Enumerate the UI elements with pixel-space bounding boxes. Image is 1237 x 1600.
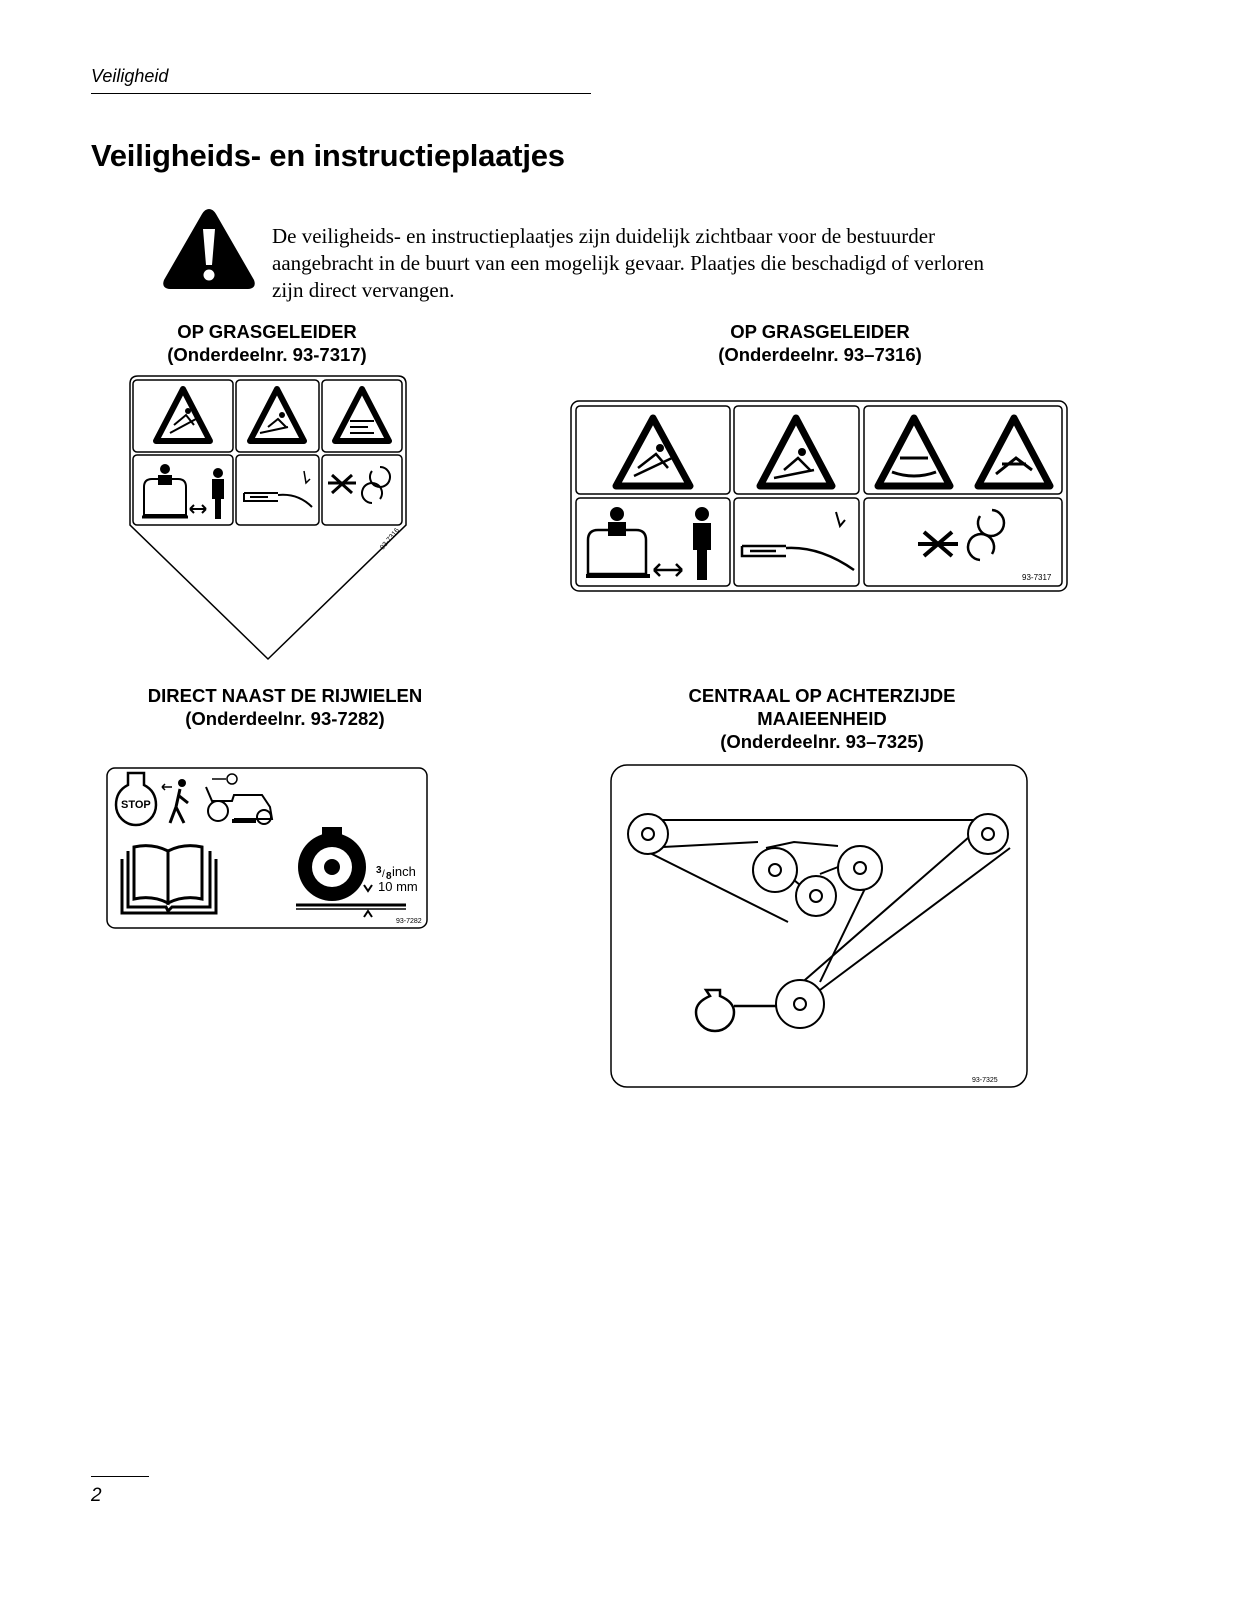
rotating-blade-icon xyxy=(918,508,1006,562)
decal-caption-3: DIRECT NAAST DE RIJWIELEN (Onderdeelnr. … xyxy=(135,684,435,730)
header-rule xyxy=(91,93,591,94)
footer-rule xyxy=(91,1476,149,1477)
warning-icon xyxy=(163,209,255,289)
mower-deck-icon xyxy=(740,511,855,572)
keep-distance-icon xyxy=(586,507,711,580)
engine-icon xyxy=(694,988,776,1033)
decal-code: 93-7317 xyxy=(1022,573,1052,582)
decal-caption-4: CENTRAAL OP ACHTERZIJDE MAAIEENHEID (Ond… xyxy=(672,684,972,753)
decal-part-number: (Onderdeelnr. 93-7317) xyxy=(167,344,367,365)
walk-away-icon xyxy=(161,779,189,824)
decal-location: CENTRAAL OP ACHTERZIJDE xyxy=(688,685,956,706)
decal-part-number: (Onderdeelnr. 93-7282) xyxy=(185,708,385,729)
read-manual-icon xyxy=(120,844,218,915)
hazard-triangle-icon xyxy=(612,414,694,490)
decal-location: OP GRASGELEIDER xyxy=(177,321,357,342)
page-number: 2 xyxy=(91,1485,102,1506)
decal-93-7317: 93-7317 xyxy=(570,400,1068,592)
decal-location: MAAIEENHEID xyxy=(757,708,887,729)
decal-caption-1: OP GRASGELEIDER (Onderdeelnr. 93-7317) xyxy=(127,320,407,366)
svg-text:STOP: STOP xyxy=(121,799,151,811)
rotating-blade-icon xyxy=(328,466,391,504)
decal-part-number: (Onderdeelnr. 93–7325) xyxy=(720,731,924,752)
decal-location: DIRECT NAAST DE RIJWIELEN xyxy=(147,685,423,706)
hazard-triangle-icon xyxy=(874,414,954,490)
page-title: Veiligheids- en instructieplaatjes xyxy=(91,138,565,173)
idler-pulley-icon xyxy=(795,875,837,917)
decal-location: OP GRASGELEIDER xyxy=(730,321,910,342)
intro-paragraph: De veiligheids- en instructieplaatjes zi… xyxy=(272,224,984,302)
decal-code: 93-7325 xyxy=(972,1077,998,1084)
svg-text:3: 3 xyxy=(376,865,382,876)
decal-93-7316: 93-7316 xyxy=(129,375,407,661)
hazard-triangle-icon xyxy=(247,386,307,444)
idler-pulley-icon xyxy=(967,813,1009,855)
wheel-height-icon: 3 / 8 inch 10 mm xyxy=(296,827,418,918)
mower-deck-icon xyxy=(243,470,313,508)
remove-key-icon xyxy=(205,773,274,825)
svg-text:inch: inch xyxy=(392,864,416,879)
hazard-triangle-icon xyxy=(153,386,213,444)
running-head: Veiligheid xyxy=(91,66,169,86)
drive-pulley-icon xyxy=(775,979,825,1029)
svg-text:8: 8 xyxy=(386,871,392,882)
hazard-triangle-icon xyxy=(332,386,392,444)
decal-93-7325: 93-7325 xyxy=(610,764,1028,1088)
decal-code: 93-7282 xyxy=(396,918,422,925)
svg-text:10 mm: 10 mm xyxy=(378,879,418,894)
decal-part-number: (Onderdeelnr. 93–7316) xyxy=(718,344,922,365)
spindle-pulley-icon xyxy=(837,845,883,891)
idler-pulley-icon xyxy=(627,813,669,855)
spindle-pulley-icon xyxy=(752,847,798,893)
decal-caption-2: OP GRASGELEIDER (Onderdeelnr. 93–7316) xyxy=(680,320,960,366)
decal-93-7282: STOP 3 / 8 inch 10 mm 93-7282 xyxy=(106,767,428,929)
keep-distance-icon xyxy=(142,464,224,519)
hazard-triangle-icon xyxy=(974,414,1054,490)
hazard-triangle-icon xyxy=(756,414,836,490)
stop-engine-icon: STOP xyxy=(114,771,158,827)
svg-text:/: / xyxy=(382,869,385,880)
